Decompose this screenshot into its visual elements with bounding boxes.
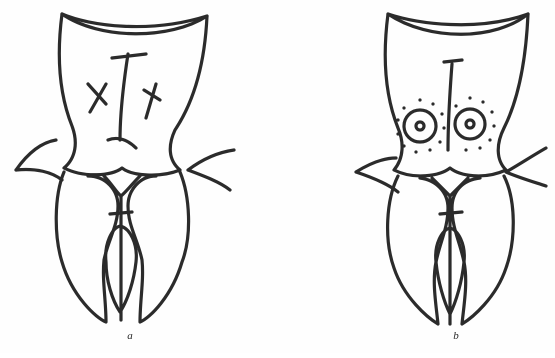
panel-b-right-ring-inner [466, 120, 474, 128]
panel-b-stem-tick [440, 212, 462, 214]
panel-b-upper-outline [385, 14, 528, 176]
panel-b-drawing [356, 14, 546, 324]
panel-b-left-ring-inner [416, 122, 424, 130]
panel-b-lower-right-lobe [452, 176, 513, 324]
panel-a-drawing [16, 14, 234, 322]
panel-b-top-tick [444, 60, 462, 62]
panel-b-lower-left-lobe [388, 176, 448, 324]
panel-a-mouth [108, 138, 136, 148]
panel-b-label: b [446, 330, 466, 342]
panel-b-midline [448, 64, 452, 150]
panel-a-lower-left-lobe [56, 172, 118, 322]
panel-a-left-arrow [16, 140, 62, 180]
panel-b-left-ring-outer [404, 110, 436, 142]
panel-b-left-arrow [356, 158, 398, 192]
panel-a-midline [120, 54, 128, 140]
panel-a-stem-tick [110, 212, 132, 214]
panel-b-right-arrow [506, 148, 546, 186]
panel-a-right-x-mark [144, 84, 160, 118]
panel-a-right-arrow [188, 150, 234, 190]
panel-b-right-ring-outer [455, 109, 485, 139]
panel-a-upper-outline [59, 14, 207, 175]
panel-a-rim [62, 14, 207, 34]
panel-b-dot-haloes [396, 96, 495, 153]
panel-a-label: a [120, 330, 140, 342]
panel-a-lower-right-lobe [128, 172, 189, 322]
panel-a-top-tick [112, 54, 146, 58]
panel-a-left-x-mark [88, 84, 106, 112]
